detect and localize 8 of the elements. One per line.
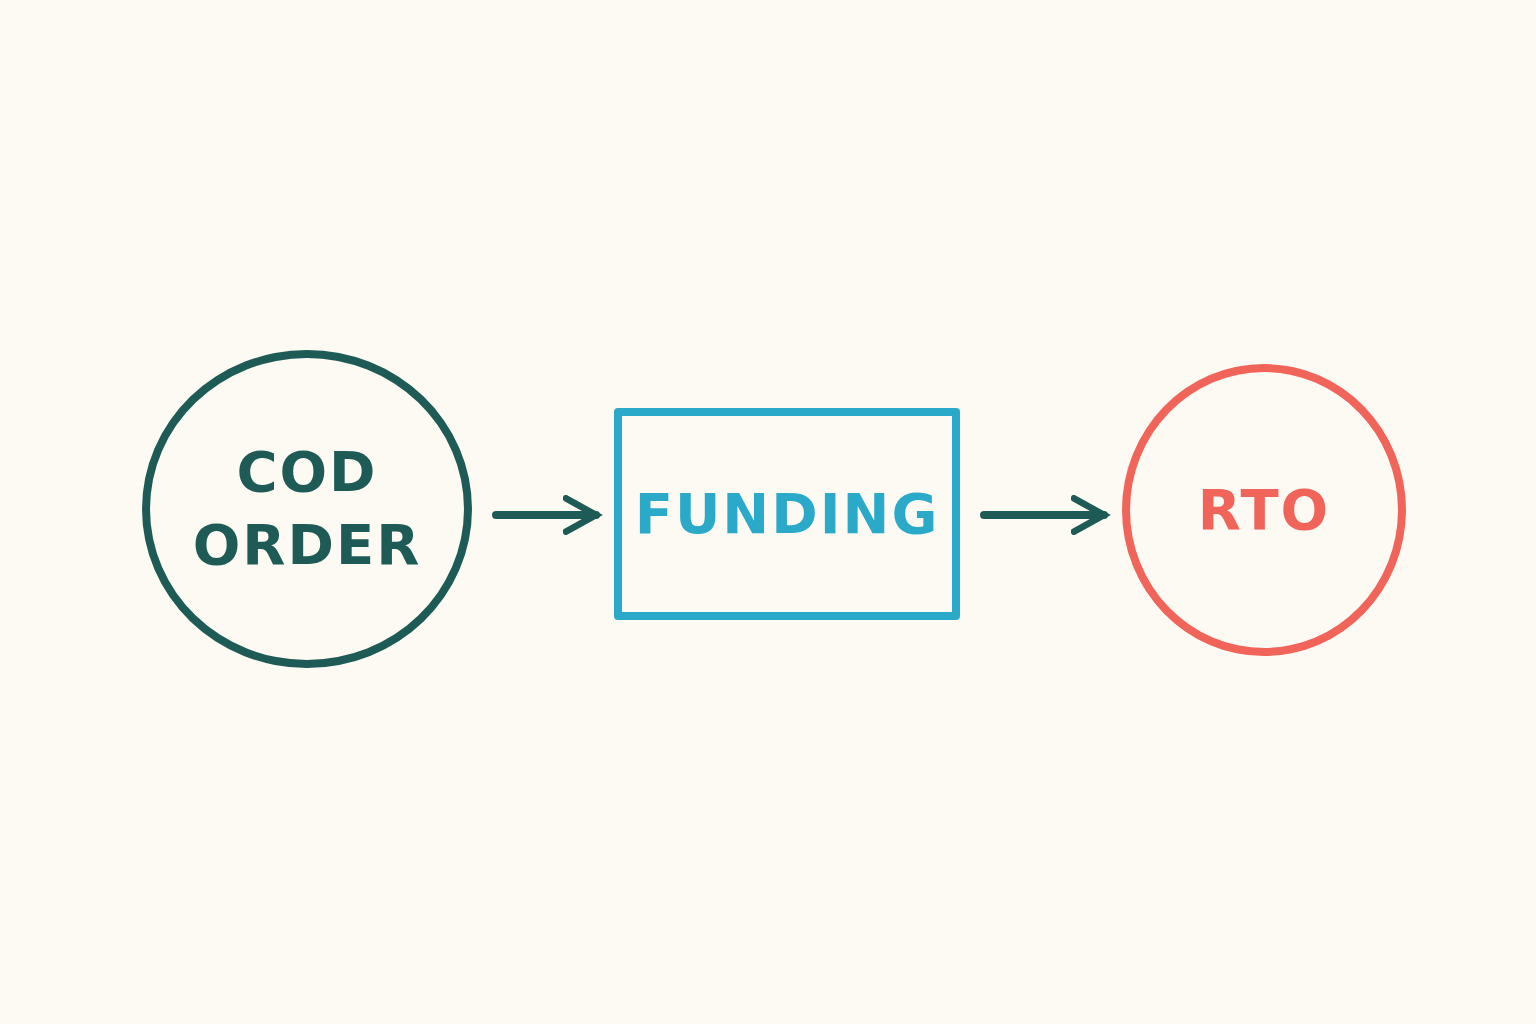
node-label: FUNDING xyxy=(634,479,940,548)
circle-node xyxy=(142,350,472,668)
arrow xyxy=(980,495,1108,535)
arrow xyxy=(492,495,600,535)
process-box xyxy=(614,408,960,620)
node-label: COD ORDER xyxy=(191,438,423,579)
node-label: RTO xyxy=(1197,475,1331,544)
circle-node xyxy=(1122,364,1406,656)
